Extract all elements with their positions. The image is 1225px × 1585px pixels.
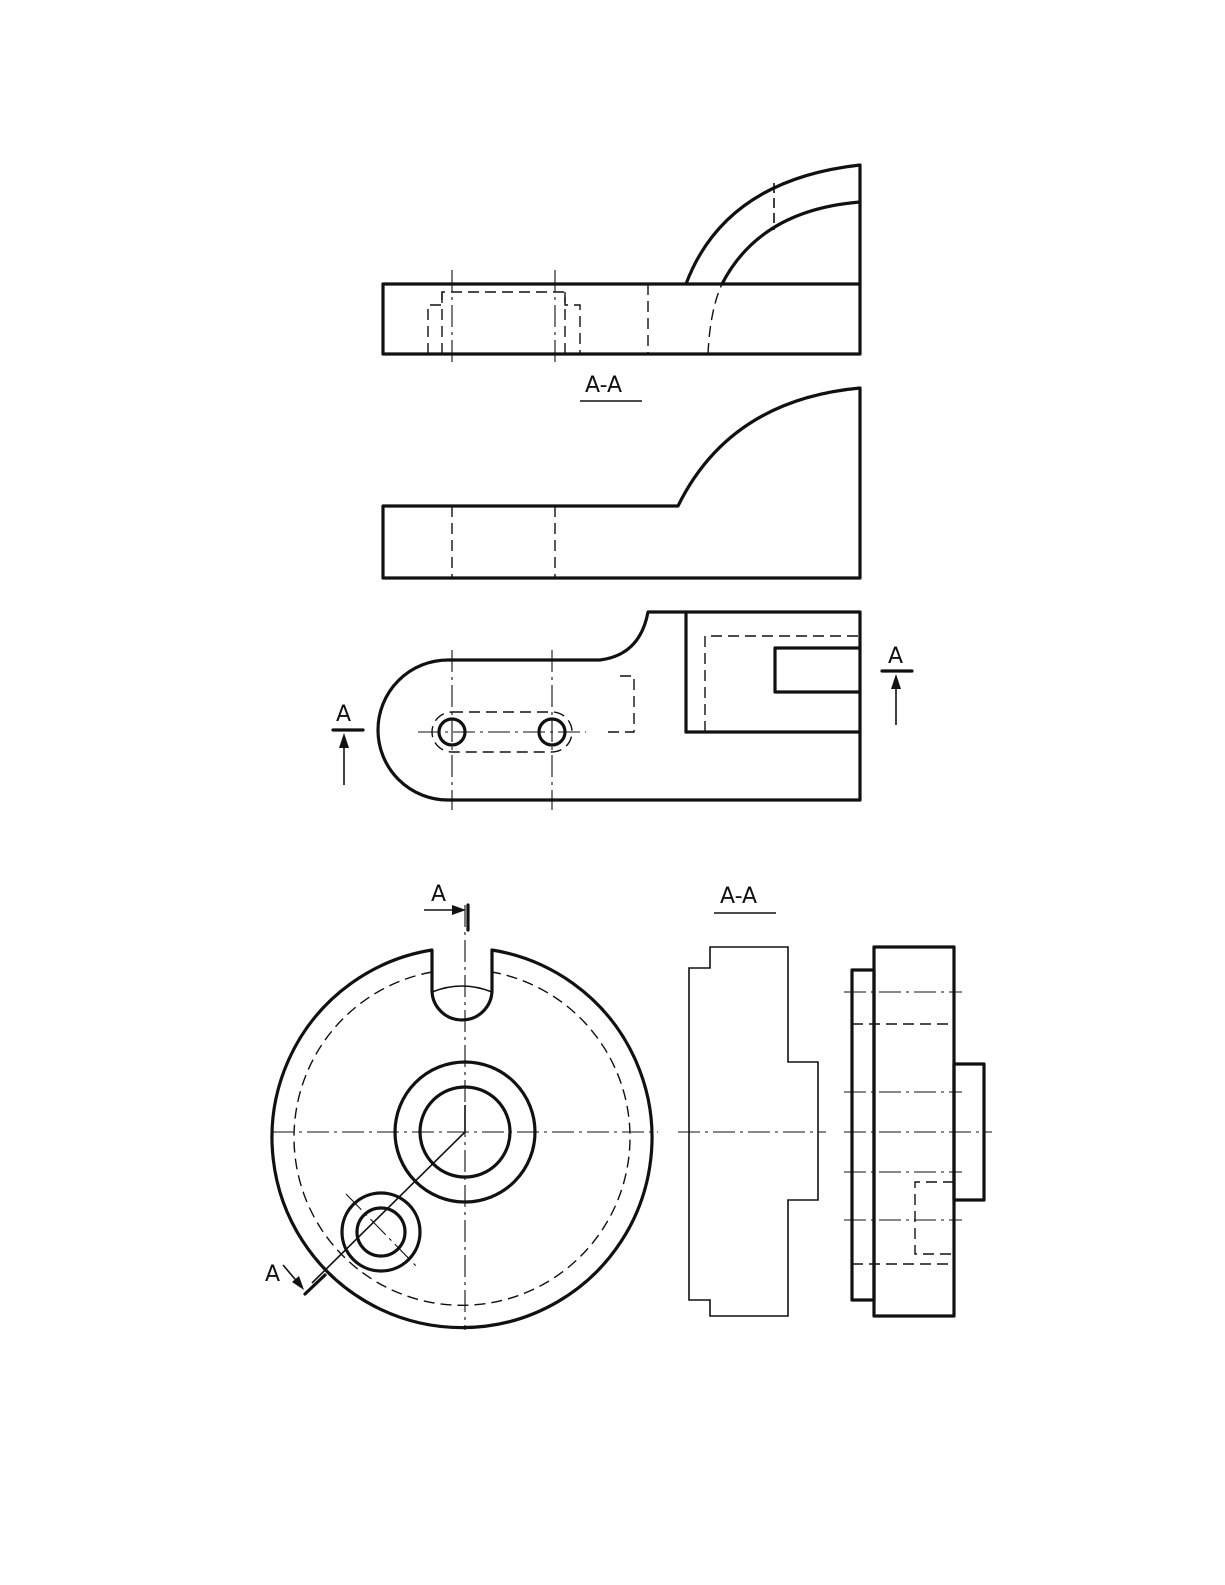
section-view-bottom	[678, 947, 826, 1316]
side-view-bottom	[844, 947, 992, 1316]
top-section-title: A-A	[585, 373, 622, 398]
flange-front-view	[272, 905, 658, 1330]
svg-text:A: A	[888, 644, 903, 669]
svg-text:A: A	[265, 1262, 280, 1287]
plan-view-top	[378, 612, 860, 810]
front-view-top	[383, 165, 860, 362]
cut-marker-left: A	[333, 702, 363, 785]
bottom-section-title: A-A	[720, 884, 757, 909]
svg-text:A: A	[336, 702, 351, 727]
svg-text:A: A	[431, 882, 446, 907]
cut-marker-right: A	[882, 644, 912, 725]
section-view-middle	[383, 388, 860, 578]
cut-marker-bottom-top: A	[424, 882, 468, 930]
